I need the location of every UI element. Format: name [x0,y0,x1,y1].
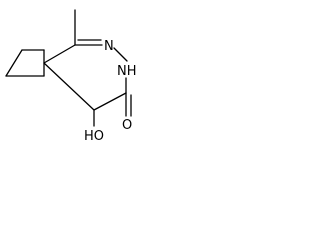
bond-choh-spiro [43,62,95,111]
bond-spiro-to-cme [43,44,76,64]
cyclobutane-ring [5,49,45,77]
atom-label-oh: HO [84,129,104,144]
carbonyl-double-bond [125,92,132,117]
bond-cb-left [5,49,23,77]
atom-label-o: O [122,118,132,133]
atom-label-n: N [104,39,114,54]
diazepinone-ring [43,39,128,111]
bond-n-nh [113,47,128,62]
chemical-structure-diagram: N NH HO O [5,9,137,144]
atom-label-nh: NH [117,64,137,79]
bond-co-choh [93,92,127,111]
